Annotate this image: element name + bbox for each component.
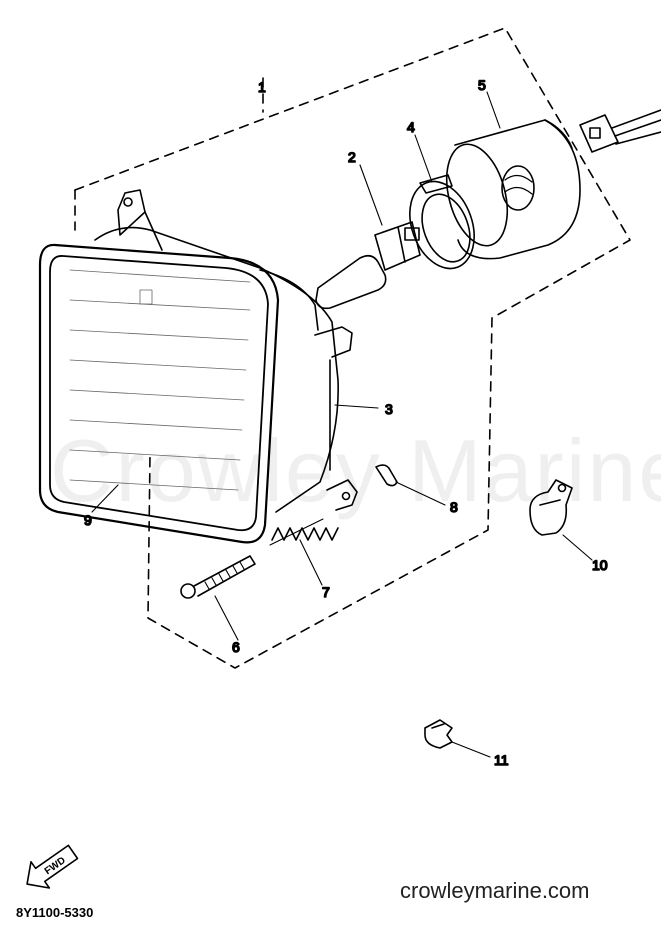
callout-6: 6	[232, 639, 240, 655]
callout-9: 9	[84, 512, 92, 528]
clip-pin	[375, 464, 398, 487]
bulb-socket-ring	[409, 174, 475, 270]
callout-10: 10	[592, 557, 608, 573]
callout-5: 5	[478, 77, 486, 93]
callout-1: 1	[258, 79, 266, 95]
forward-arrow-icon: FWD	[26, 844, 79, 889]
lens-surface	[69, 269, 251, 491]
callout-8: 8	[450, 499, 458, 515]
small-clip	[424, 719, 453, 749]
headlight-housing	[94, 189, 358, 513]
callout-2: 2	[348, 149, 356, 165]
bulb	[315, 221, 421, 310]
diagram-part-code: 8Y1100-5330	[16, 905, 94, 920]
leader-lines	[91, 91, 593, 758]
wire-clamp	[529, 479, 573, 536]
website-label: crowleymarine.com	[400, 878, 590, 903]
rubber-boot	[445, 119, 581, 260]
callout-4: 4	[407, 119, 415, 135]
callout-11: 11	[494, 752, 509, 768]
callout-3: 3	[385, 401, 393, 417]
wire-connector	[579, 109, 661, 153]
adjusting-bolt	[180, 555, 256, 599]
callout-7: 7	[322, 584, 330, 600]
spring	[269, 518, 339, 546]
headlight-rim	[38, 243, 280, 544]
assembly-boundary	[74, 27, 631, 669]
